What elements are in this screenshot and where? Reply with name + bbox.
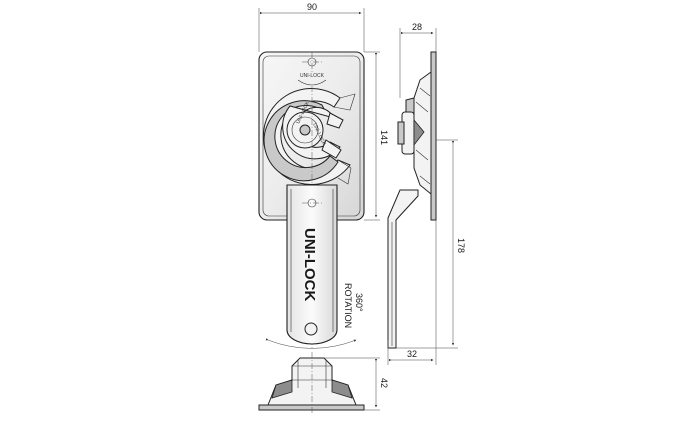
front-view: 90 UNI-LOCK UNI-LOCK bbox=[258, 2, 389, 350]
dimension-width: 90 bbox=[258, 2, 365, 52]
dimension-depth-bottom: 32 bbox=[387, 220, 437, 365]
dimension-plate-height: 141 bbox=[364, 51, 389, 221]
dimension-label-90: 90 bbox=[307, 2, 317, 12]
dimension-depth-top: 28 bbox=[399, 22, 437, 98]
dimension-label-141: 141 bbox=[379, 130, 389, 145]
dimension-label-28: 28 bbox=[412, 22, 422, 32]
plate-logo-text: UNI-LOCK bbox=[300, 73, 325, 79]
dimension-label-32: 32 bbox=[407, 349, 417, 359]
rotation-label: ROTATION bbox=[343, 283, 353, 328]
dimension-overall-length: 178 bbox=[396, 139, 466, 349]
plate-logo: UNI-LOCK bbox=[297, 52, 327, 86]
handle: UNI-LOCK bbox=[286, 184, 338, 345]
bottom-view: 42 bbox=[258, 352, 389, 414]
rotation-degrees: 360° bbox=[354, 293, 364, 312]
handle-body bbox=[286, 184, 338, 345]
dimension-bottom-height: 42 bbox=[324, 357, 389, 411]
dimension-label-178: 178 bbox=[456, 238, 466, 253]
brand-text: UNI-LOCK bbox=[301, 228, 318, 301]
dimension-label-42: 42 bbox=[379, 378, 389, 388]
side-view: 28 178 32 bbox=[387, 22, 466, 365]
